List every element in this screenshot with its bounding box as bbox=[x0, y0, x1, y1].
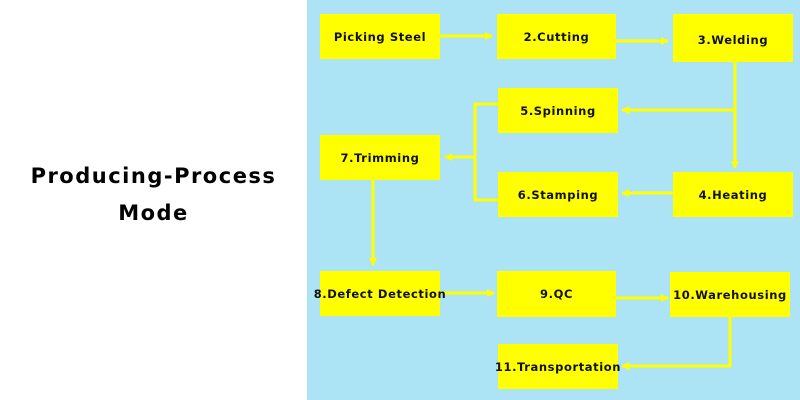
step-warehousing: 10.Warehousing bbox=[670, 272, 790, 317]
step-heating: 4.Heating bbox=[673, 172, 793, 217]
step-qc: 9.QC bbox=[497, 271, 616, 317]
step-picking-steel: Picking Steel bbox=[320, 14, 440, 59]
diagram-title: Producing-Process Mode bbox=[30, 164, 277, 225]
left-panel: Producing-Process Mode bbox=[0, 0, 307, 400]
step-transportation: 11.Transportation bbox=[495, 344, 621, 389]
step-trimming: 7.Trimming bbox=[320, 135, 440, 180]
step-defect-detection: 8.Defect Detection bbox=[314, 271, 446, 316]
step-welding: 3.Welding bbox=[673, 14, 793, 62]
step-spinning: 5.Spinning bbox=[498, 88, 618, 133]
step-cutting: 2.Cutting bbox=[497, 14, 616, 59]
step-stamping: 6.Stamping bbox=[498, 172, 618, 217]
